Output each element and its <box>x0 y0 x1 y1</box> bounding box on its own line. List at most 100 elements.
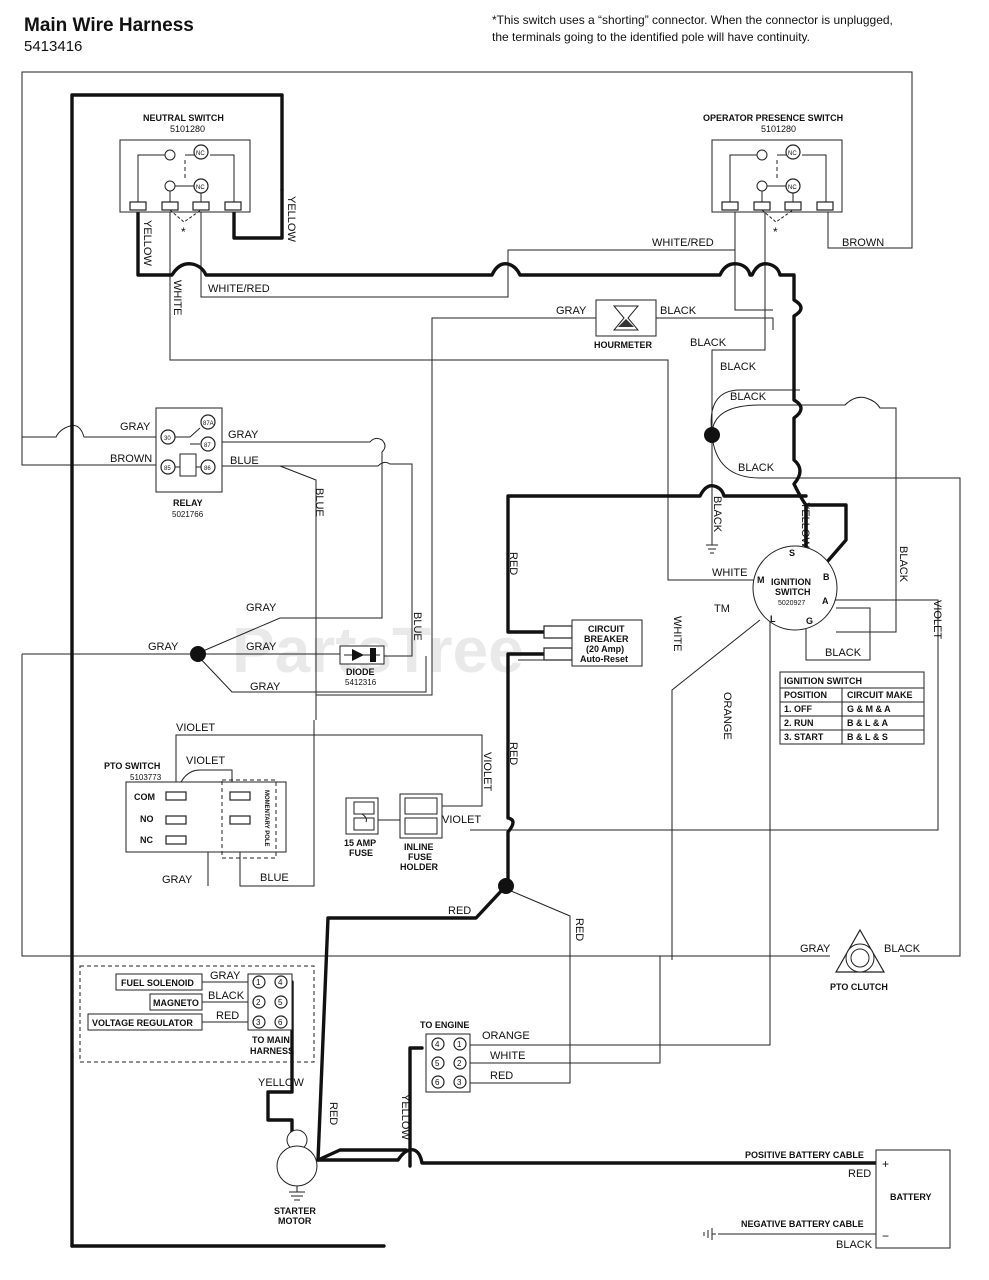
wire-label: GRAY <box>556 305 587 317</box>
wire-label: RED <box>848 1168 871 1180</box>
pto-clutch: PTO CLUTCH <box>830 928 888 992</box>
splice-3: 3 <box>194 650 200 661</box>
engine-pin-3: 3 <box>457 1078 462 1087</box>
wire-label: VIOLET <box>176 722 215 734</box>
wire-label: BLUE <box>411 612 423 641</box>
wire-label: VIOLET <box>931 600 943 639</box>
wire-label: YELLOW <box>799 502 811 548</box>
harness-pin-4: 4 <box>278 978 283 987</box>
wire-label: RED <box>448 905 471 917</box>
heavy-wires <box>70 93 878 1248</box>
wire-label: GRAY <box>162 874 193 886</box>
voltage-regulator-label: VOLTAGE REGULATOR <box>92 1018 193 1028</box>
starter-line2: MOTOR <box>278 1216 312 1226</box>
ignition-table-row2-pos: 2. RUN <box>784 718 814 728</box>
engine-pin-4: 4 <box>435 1040 440 1049</box>
battery-minus: − <box>882 1229 889 1243</box>
pto-switch-momentary-pole: MOMENTARY POLE <box>263 790 269 847</box>
wire-label: GRAY <box>246 602 277 614</box>
hourmeter-label: HOURMETER <box>594 340 652 350</box>
wire-label: GRAY <box>250 681 281 693</box>
ignition-terminal-m: M <box>757 575 765 585</box>
circuit-breaker: CIRCUIT BREAKER (20 Amp) Auto-Reset <box>543 619 643 667</box>
wire-label: BROWN <box>110 453 152 465</box>
watermark-tm: TM <box>714 603 730 615</box>
operator-switch-part: 5101280 <box>761 124 796 134</box>
wire-label: BLUE <box>230 455 259 467</box>
fuse-line1: 15 AMP <box>344 838 376 848</box>
fuse: 15 AMP FUSE <box>344 797 379 858</box>
wire-label: BLACK <box>660 305 697 317</box>
neutral-switch: NEUTRAL SWITCH 5101280 NC NC * <box>119 113 251 239</box>
battery-label: BATTERY <box>890 1192 932 1202</box>
diode: DIODE 5412316 <box>339 645 385 687</box>
operator-switch-title: OPERATOR PRESENCE SWITCH <box>703 113 843 123</box>
starter-line1: STARTER <box>274 1206 316 1216</box>
circuit-breaker-line2: BREAKER <box>584 634 629 644</box>
wire-label: YELLOW <box>285 196 297 242</box>
wire-label: BLUE <box>260 872 289 884</box>
wire-label: RED <box>216 1010 239 1022</box>
ignition-terminal-b: B <box>823 572 830 582</box>
ignition-terminal-s: S <box>789 548 795 558</box>
diode-part: 5412316 <box>345 678 377 687</box>
engine-pin-6: 6 <box>435 1078 440 1087</box>
ignition-table: IGNITION SWITCH POSITION CIRCUIT MAKE 1.… <box>779 671 925 745</box>
fuse-holder: INLINE FUSE HOLDER <box>399 793 443 872</box>
wire-label: RED <box>573 918 585 941</box>
harness-pin-1: 1 <box>256 978 261 987</box>
engine-connector: 4 1 5 2 6 3 TO ENGINE <box>420 1020 471 1093</box>
pto-switch-label: PTO SWITCH <box>104 761 160 771</box>
battery-plus: + <box>882 1157 889 1171</box>
harness-pin-3: 3 <box>256 1018 261 1027</box>
wire-label: ORANGE <box>721 692 733 740</box>
engine-pin-1: 1 <box>457 1040 462 1049</box>
pto-switch-nc: NC <box>140 835 153 845</box>
wire-label: WHITE <box>712 567 747 579</box>
to-main-label2: HARNESS <box>250 1046 294 1056</box>
hourmeter: HOURMETER <box>594 299 657 350</box>
relay-part: 5021766 <box>172 510 204 519</box>
wire-label: BLACK <box>720 361 757 373</box>
ignition-switch: IGNITION SWITCH 5020927 S M B A L G <box>752 545 838 631</box>
engine-pin-2: 2 <box>457 1059 462 1068</box>
relay-pin-85: 85 <box>164 466 171 472</box>
fuse-holder-line2: FUSE <box>408 852 432 862</box>
page-title: Main Wire Harness <box>24 15 194 36</box>
wire-label: BROWN <box>842 237 884 249</box>
wire-label: BLACK <box>884 943 921 955</box>
ignition-table-row3-pos: 3. START <box>784 732 824 742</box>
operator-switch-nc2: NC <box>788 185 797 191</box>
to-engine-label: TO ENGINE <box>420 1020 469 1030</box>
wire-label: VIOLET <box>442 814 481 826</box>
wire-label: YELLOW <box>258 1077 304 1089</box>
wire-label: WHITE/RED <box>208 283 270 295</box>
wire-label: ORANGE <box>482 1030 530 1042</box>
magneto-label: MAGNETO <box>153 998 199 1008</box>
neutral-switch-nc1: NC <box>196 151 205 157</box>
wire-label: BLACK <box>730 391 767 403</box>
harness-pin-5: 5 <box>278 998 283 1007</box>
wire-label: VIOLET <box>481 752 493 791</box>
splice-1: 1 <box>708 431 714 442</box>
wire-label: RED <box>490 1070 513 1082</box>
ignition-terminal-a: A <box>822 596 829 606</box>
negative-cable-label: NEGATIVE BATTERY CABLE <box>741 1219 864 1229</box>
wire-label: WHITE <box>671 616 683 651</box>
part-number: 5413416 <box>24 38 82 55</box>
battery: BATTERY + − POSITIVE BATTERY CABLE NEGAT… <box>741 1149 951 1249</box>
wire-label: GRAY <box>210 970 241 982</box>
neutral-switch-asterisk: * <box>181 225 186 239</box>
note-line-2: the terminals going to the identified po… <box>492 30 810 44</box>
circuit-breaker-line3: (20 Amp) <box>586 644 624 654</box>
starter-motor: STARTER MOTOR <box>274 1129 318 1226</box>
wire-label: BLACK <box>208 990 245 1002</box>
relay-pin-87: 87 <box>204 443 211 449</box>
wire-label: RED <box>507 552 519 575</box>
ignition-table-header-circuit: CIRCUIT MAKE <box>847 690 913 700</box>
wire-label: BLACK <box>836 1239 873 1251</box>
engine-pin-5: 5 <box>435 1059 440 1068</box>
wire-label: WHITE <box>490 1050 525 1062</box>
fuse-line2: FUSE <box>349 848 373 858</box>
